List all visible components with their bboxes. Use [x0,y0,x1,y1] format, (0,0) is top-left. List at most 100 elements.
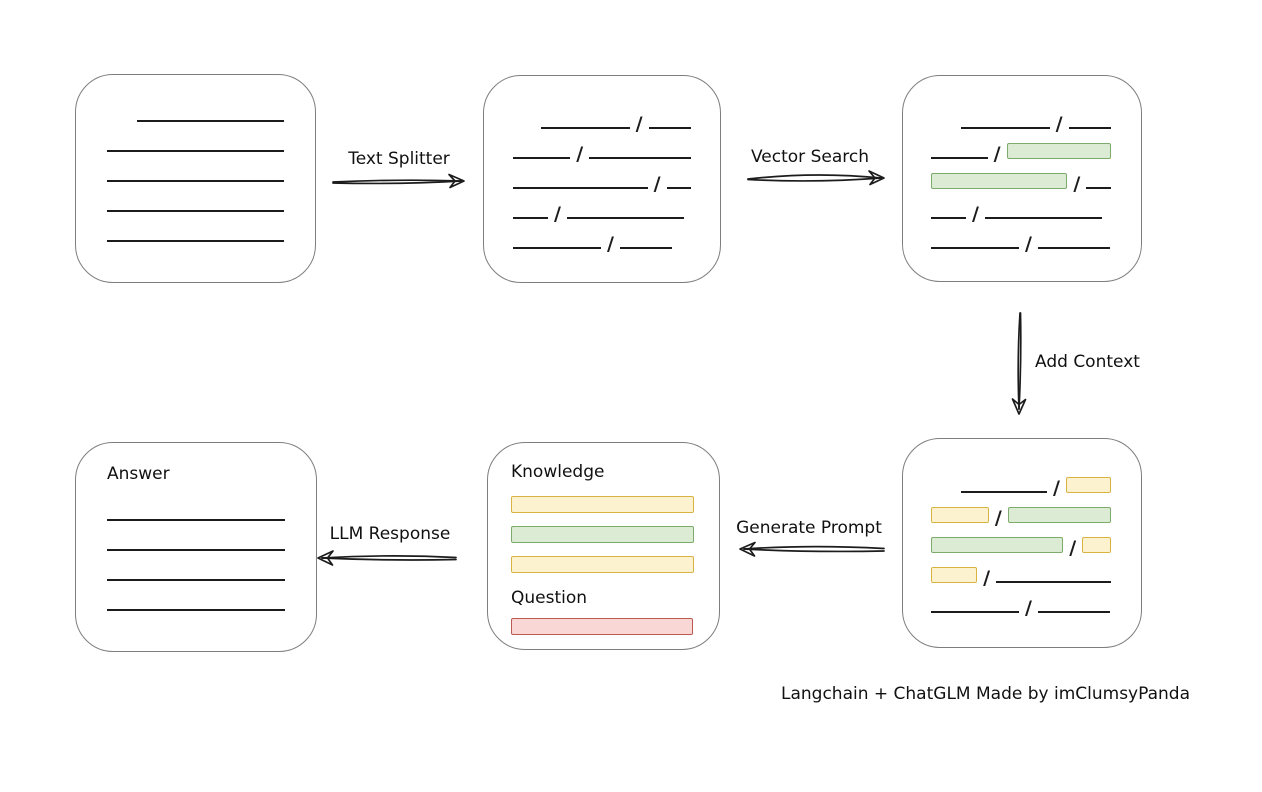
yellow-highlight-chunk [1065,477,1111,493]
text-row: / [931,219,1111,255]
chunk-separator-slash: / [1073,173,1081,195]
text-row: / [513,159,691,195]
source-document-rows [107,92,284,242]
chunk-separator-slash: / [983,567,991,589]
text-row: / [513,99,691,135]
text-line [107,579,285,581]
source-document-box [75,74,316,283]
text-line [619,247,672,249]
text-row: / [931,493,1111,528]
knowledge-yellow-bar [511,496,694,513]
chunk-separator-slash: / [554,203,561,225]
knowledge-green-bar [511,526,694,543]
text-line [513,187,648,189]
green-highlight-chunk [931,173,1068,189]
text-row [107,521,285,551]
text-row: / [513,129,691,165]
text-line [1086,187,1111,189]
context-chunks-box: ///// [902,438,1142,648]
knowledge-yellow-bar [511,556,694,573]
text-line [107,609,285,611]
green-highlight-chunk [1007,507,1111,523]
text-line [931,157,988,159]
chunk-separator-slash: / [1025,233,1032,255]
text-line [1068,127,1111,129]
text-line [589,157,691,159]
vector-search-label: Vector Search [751,147,869,167]
chunk-separator-slash: / [576,143,584,165]
text-row: / [513,219,691,255]
text-row: / [931,553,1111,589]
split-chunks-box: / / / / / [483,75,721,283]
question-red-bar [511,618,693,635]
text-splitter-arrow [332,173,465,189]
text-line [137,120,284,122]
text-line [107,519,285,521]
text-row [107,212,284,242]
question-label: Question [511,588,588,608]
text-line [666,187,691,189]
text-row [107,581,285,611]
prompt-box: Knowledge Question [487,442,720,650]
text-row [107,92,284,122]
text-line [961,491,1048,493]
chunk-separator-slash: / [1025,597,1032,619]
text-line [513,157,571,159]
add-context-label: Add Context [1035,352,1140,372]
text-row: / [931,523,1111,559]
caption: Langchain + ChatGLM Made by imClumsyPand… [781,684,1190,704]
text-line [513,247,601,249]
answer-box: Answer [75,442,317,652]
generate-prompt-label: Generate Prompt [736,518,882,538]
text-row: / [931,129,1111,165]
chunk-separator-slash: / [1053,477,1060,499]
add-context-arrow [1011,312,1027,415]
text-row [107,491,285,521]
yellow-highlight-chunk [1082,537,1111,553]
text-line [931,247,1019,249]
text-row [107,152,284,182]
text-line [961,127,1050,129]
text-row: / [931,99,1111,135]
text-line [107,240,284,242]
knowledge-bars [511,496,719,573]
prompt-box-content: Knowledge Question [488,443,719,635]
text-line [541,127,630,129]
chunk-separator-slash: / [993,143,1001,165]
green-highlight-chunk [931,537,1064,553]
llm-response-label: LLM Response [329,524,451,544]
matched-chunks-box: / / / / / [902,75,1142,282]
text-line [107,180,284,182]
text-line [648,127,691,129]
matched-chunks-rows: / / / / / [931,99,1111,255]
chunk-separator-slash: / [1069,537,1077,559]
green-highlight-chunk [1006,143,1111,159]
text-line [107,150,284,152]
text-line [931,217,966,219]
chunk-separator-slash: / [635,113,643,135]
split-chunks-rows: / / / / / [513,99,691,255]
yellow-highlight-chunk [931,507,989,523]
context-chunks-rows: ///// [931,463,1111,619]
answer-rows [107,491,285,611]
text-row: / [513,189,691,225]
text-row: / [931,189,1111,225]
text-splitter-label: Text Splitter [348,149,450,169]
generate-prompt-arrow [739,541,885,557]
llm-response-arrow [317,550,457,566]
chunk-separator-slash: / [1055,113,1063,135]
text-line [1037,247,1110,249]
chunk-separator-slash: / [607,233,614,255]
chunk-separator-slash: / [653,173,661,195]
chunk-separator-slash: / [972,203,979,225]
text-line [984,217,1102,219]
text-line [1037,611,1110,613]
text-line [513,217,548,219]
text-line [931,611,1019,613]
text-row: / [931,463,1111,499]
text-line [566,217,684,219]
vector-search-arrow [747,170,885,186]
text-row [107,551,285,581]
